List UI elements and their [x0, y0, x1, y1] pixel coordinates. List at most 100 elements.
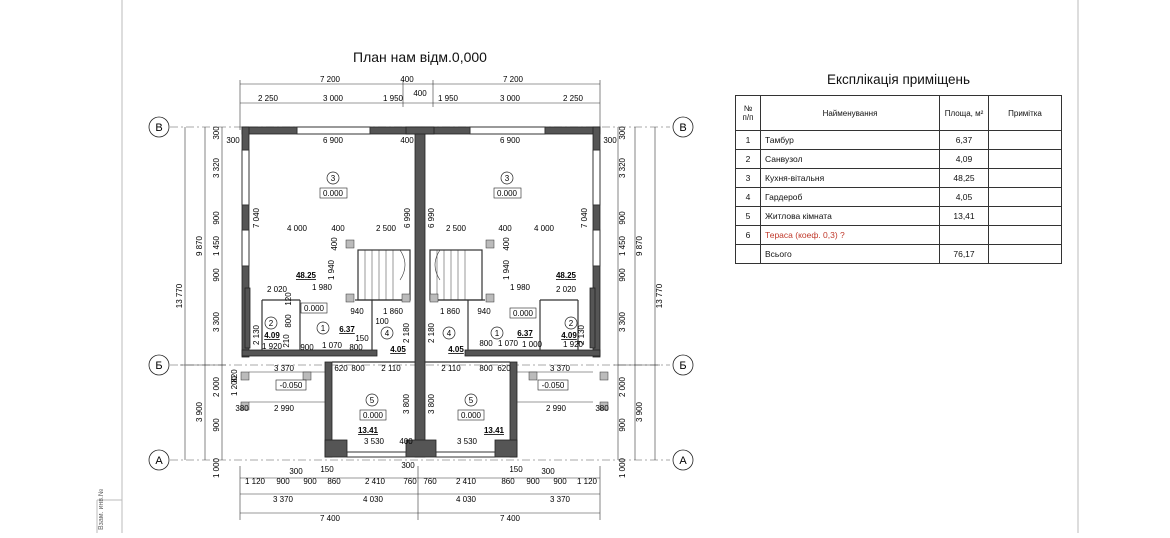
dim-text: 3 300 — [212, 311, 221, 332]
dim-text: 2 000 — [212, 376, 221, 397]
table-row: 3 Кухня-вітальня 48,25 — [735, 168, 1062, 188]
dim-text: 2 250 — [563, 94, 584, 103]
room-level: 0.000 — [513, 309, 534, 318]
dim-text: 2 410 — [365, 477, 386, 486]
axis-label-v-left: В — [155, 122, 162, 134]
dim-text: 13 770 — [175, 283, 184, 308]
dim-text: 1 070 — [322, 341, 343, 350]
dim-text: 7 400 — [320, 514, 341, 523]
dim-text: 300 — [289, 467, 303, 476]
terrace-level: -0.050 — [280, 381, 303, 390]
dim-text: 900 — [553, 477, 567, 486]
dim-text: 3 320 — [212, 157, 221, 178]
dim-text: 1 000 — [522, 340, 543, 349]
dim-text: 800 — [479, 364, 493, 373]
axis-label-a-right: А — [679, 455, 687, 467]
dim-text: 2 000 — [618, 376, 627, 397]
room-area: 4.05 — [390, 345, 406, 354]
dim-text: 1 940 — [327, 259, 336, 280]
dim-text: 940 — [350, 307, 364, 316]
table-row: 5 Житлова кімната 13,41 — [735, 206, 1062, 226]
dim-text: 210 — [282, 334, 291, 348]
dim-text: 380 — [235, 404, 249, 413]
dim-text: 1 950 — [383, 94, 404, 103]
dim-text: 6 990 — [427, 207, 436, 228]
dim-text: 1 000 — [212, 457, 221, 478]
table-row: 1 Тамбур 6,37 — [735, 130, 1062, 150]
dim-text: 2 180 — [427, 322, 436, 343]
dim-text: 2 500 — [446, 224, 467, 233]
dim-text: 400 — [399, 437, 413, 446]
header-note: Примітка — [988, 95, 1062, 131]
dim-text: 4 000 — [534, 224, 555, 233]
room-number: 1 — [321, 324, 326, 333]
dim-text: 7 040 — [580, 207, 589, 228]
dim-text: 900 — [618, 268, 627, 282]
dim-text: 860 — [501, 477, 515, 486]
room-area: 6.37 — [517, 329, 533, 338]
dim-text: 6 900 — [500, 136, 521, 145]
row-name: Кухня-вітальня — [760, 168, 940, 188]
dim-text: 900 — [618, 211, 627, 225]
dim-text: 1 920 — [262, 342, 283, 351]
dim-text: 300 — [603, 136, 617, 145]
dim-text: 900 — [526, 477, 540, 486]
dim-text: 4 030 — [363, 495, 384, 504]
room-level: 0.000 — [304, 304, 325, 313]
explication-table: № п/п Найменування Площа, м² Примітка 1 … — [735, 95, 1062, 264]
dim-text: 900 — [303, 477, 317, 486]
axis-label-b-right: Б — [679, 360, 686, 372]
dim-text: 940 — [477, 307, 491, 316]
dim-text: 120 — [284, 292, 293, 306]
dim-text: 300 — [226, 136, 240, 145]
room-area: 4.09 — [264, 331, 280, 340]
dim-text: 620 — [497, 364, 511, 373]
dim-text: 1 200 — [230, 375, 239, 396]
row-area: 6,37 — [939, 130, 989, 150]
dim-text: 620 — [334, 364, 348, 373]
room-level: 0.000 — [461, 411, 482, 420]
row-name: Тамбур — [760, 130, 940, 150]
row-area: 48,25 — [939, 168, 989, 188]
row-name: Тераса (коеф. 0,3) ? — [760, 225, 940, 245]
room-area: 6.37 — [339, 325, 355, 334]
row-note — [988, 130, 1062, 150]
dim-text: 9 870 — [635, 235, 644, 256]
dim-text: 7 400 — [500, 514, 521, 523]
row-note — [988, 225, 1062, 245]
dim-text: 2 110 — [441, 364, 461, 373]
dim-text: 3 370 — [550, 495, 571, 504]
row-note — [988, 149, 1062, 169]
dim-text: 400 — [331, 224, 345, 233]
dim-text: 1 920 — [563, 340, 584, 349]
dim-text: 1 450 — [212, 235, 221, 256]
room-number: 5 — [370, 396, 375, 405]
dim-text: 1 980 — [510, 283, 531, 292]
dim-text: 2 110 — [381, 364, 401, 373]
dim-text: 6 990 — [403, 207, 412, 228]
dim-text: 7 200 — [320, 75, 341, 84]
dim-text: 400 — [413, 89, 427, 98]
dim-text: 1 120 — [245, 477, 266, 486]
dim-text: 2 990 — [274, 404, 295, 413]
room-area: 13.41 — [484, 426, 505, 435]
dim-text: 300 — [212, 126, 221, 140]
dim-text: 3 530 — [364, 437, 385, 446]
row-num: 1 — [735, 130, 761, 150]
dim-text: 800 — [479, 339, 493, 348]
dim-text: 2 990 — [546, 404, 567, 413]
dim-text: 900 — [212, 211, 221, 225]
row-area — [939, 225, 989, 245]
dim-text: 400 — [502, 237, 511, 251]
dim-text: 3 370 — [550, 364, 571, 373]
header-area: Площа, м² — [939, 95, 989, 131]
room-number: 3 — [505, 174, 510, 183]
dim-text: 1 940 — [502, 259, 511, 280]
dim-text: 900 — [276, 477, 290, 486]
room-number: 3 — [331, 174, 336, 183]
dim-text: 7 040 — [252, 207, 261, 228]
row-num: 5 — [735, 206, 761, 226]
dim-text: 3 800 — [402, 393, 411, 414]
